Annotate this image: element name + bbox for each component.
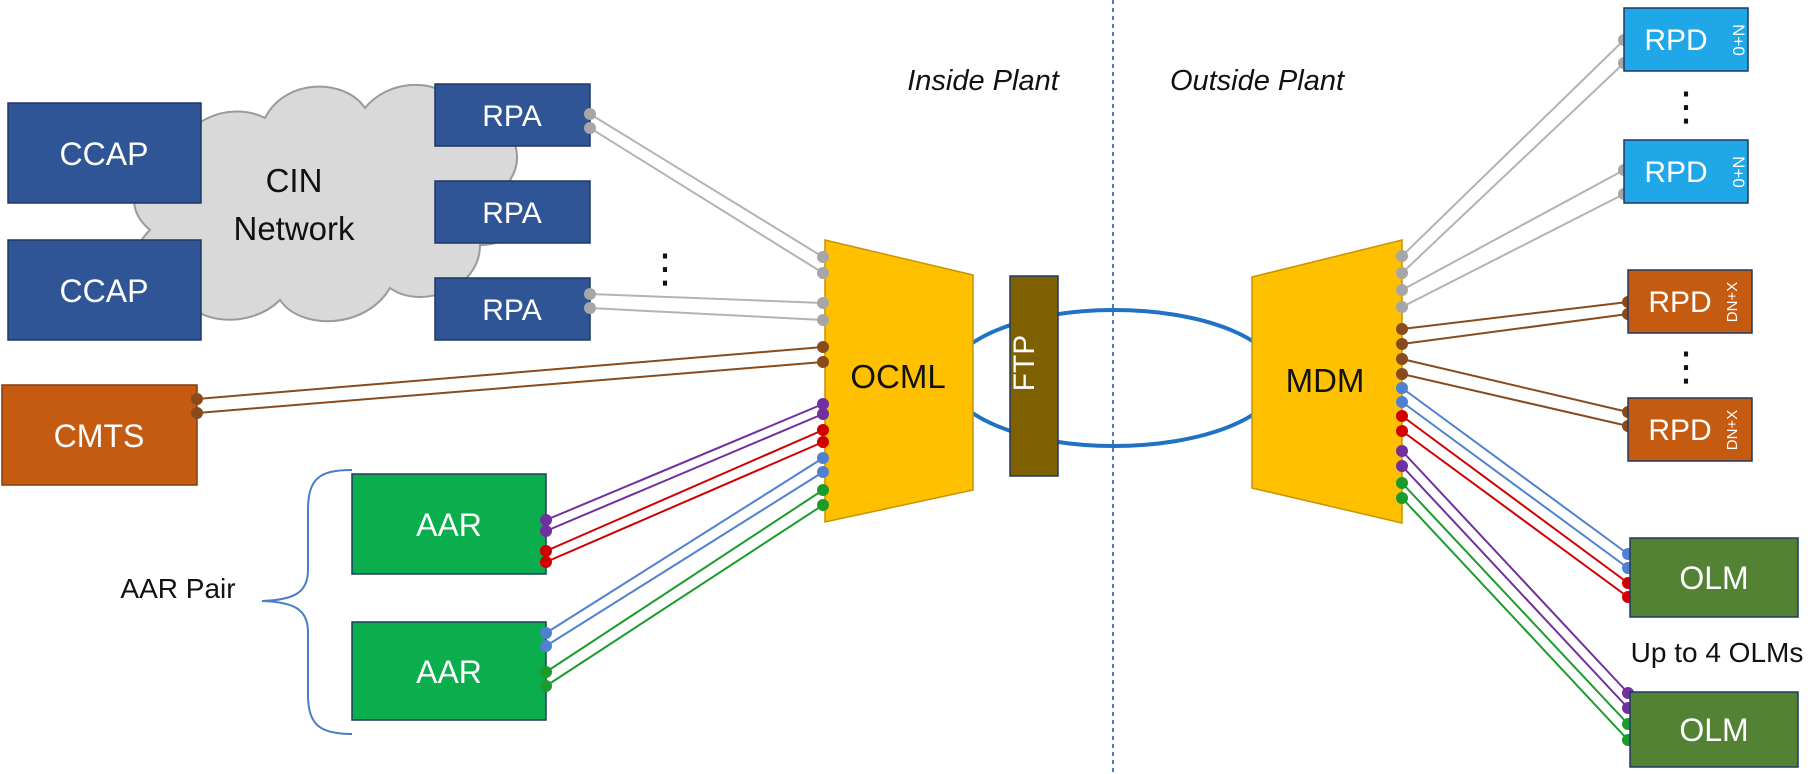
rpd-n0-sub-1: N+0	[1729, 24, 1748, 56]
fiber-mdm-rpd-dnx	[1401, 301, 1629, 427]
cmts-label: CMTS	[54, 418, 145, 454]
rpd-n0-label-2: RPD	[1644, 156, 1707, 189]
rpd-n0-sub-2: N+0	[1729, 156, 1748, 188]
rpd-dnx-label-1: RPD	[1648, 286, 1711, 319]
mdm-label: MDM	[1286, 362, 1365, 399]
rpa-box-3[interactable]: RPA	[434, 277, 591, 341]
rpd-n0-box-1[interactable]: RPD N+0	[1623, 7, 1749, 72]
ocml-label: OCML	[850, 358, 945, 395]
rpd-n0-label-1: RPD	[1644, 24, 1707, 57]
cin-label-line2: Network	[233, 210, 355, 247]
mdm-mux[interactable]: MDM	[1251, 239, 1403, 524]
rpa-label-2: RPA	[482, 197, 541, 230]
aar-box-1[interactable]: AAR	[351, 473, 547, 575]
rpa-ellipsis: ⋮	[645, 247, 685, 291]
cmts-port-dots	[191, 393, 203, 419]
aar-box-2[interactable]: AAR	[351, 621, 547, 721]
fiber-aar2-ocml	[545, 457, 824, 687]
olm-note: Up to 4 OLMs	[1631, 637, 1804, 668]
inside-plant-label: Inside Plant	[907, 65, 1060, 97]
olm-box-1[interactable]: OLM	[1629, 537, 1799, 618]
rpa-box-2[interactable]: RPA	[434, 180, 591, 244]
mdm-port-dots	[1396, 250, 1408, 504]
fiber-mdm-olm	[1401, 387, 1629, 741]
rpa-label-3: RPA	[482, 294, 541, 327]
rpa-port-dots	[584, 108, 596, 314]
rpd-dnx-box-2[interactable]: RPD DN+X	[1627, 397, 1753, 462]
ccap-box-1[interactable]: CCAP	[7, 102, 202, 204]
rpd-port-dots	[1618, 34, 1634, 432]
cin-network-cloud: CIN Network	[132, 83, 526, 323]
rpd-dnx-box-1[interactable]: RPD DN+X	[1627, 269, 1753, 334]
rpd-dnx-ellipsis: ⋮	[1666, 345, 1706, 389]
ftp-label: FTP	[1008, 335, 1041, 392]
rpd-n0-box-2[interactable]: RPD N+0	[1623, 139, 1749, 204]
rpd-dnx-label-2: RPD	[1648, 414, 1711, 447]
rpd-dnx-sub-2: DN+X	[1724, 410, 1741, 450]
fiber-aar1-ocml	[545, 403, 824, 563]
aar-pair-brace	[261, 469, 353, 735]
ccap-label-2: CCAP	[60, 273, 149, 309]
ocml-port-dots	[817, 251, 829, 511]
rpd-dnx-sub-1: DN+X	[1724, 282, 1741, 322]
fiber-mdm-rpd-n0	[1401, 39, 1625, 308]
rpa-box-1[interactable]: RPA	[434, 83, 591, 147]
outside-plant-label: Outside Plant	[1170, 65, 1346, 97]
ccap-box-2[interactable]: CCAP	[7, 239, 202, 341]
rpd-n0-ellipsis: ⋮	[1666, 85, 1706, 129]
olm-box-2[interactable]: OLM	[1629, 691, 1799, 768]
fiber-rpa-ocml	[589, 113, 824, 321]
cmts-box[interactable]: CMTS	[1, 384, 198, 486]
aar-label-1: AAR	[416, 507, 482, 543]
olm-label-1: OLM	[1679, 560, 1748, 596]
aar-port-dots	[540, 514, 552, 692]
ccap-label-1: CCAP	[60, 136, 149, 172]
ftp-box[interactable]: FTP	[1008, 275, 1059, 477]
olm-label-2: OLM	[1679, 712, 1748, 748]
rpa-label-1: RPA	[482, 100, 541, 133]
aar-pair-label: AAR Pair	[120, 573, 235, 604]
cin-label-line1: CIN	[266, 162, 323, 199]
ocml-mux[interactable]: OCML	[824, 239, 974, 523]
aar-label-2: AAR	[416, 654, 482, 690]
fiber-cmts-ocml	[196, 346, 824, 414]
